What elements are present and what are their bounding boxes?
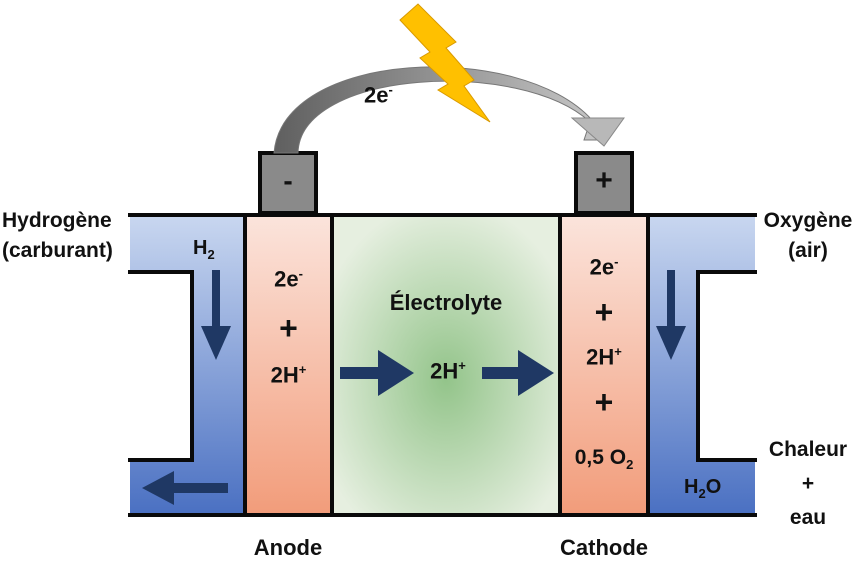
cathode-oxygen-label: 0,5 O2 <box>574 446 634 473</box>
electrolyte-protons-label: 2H+ <box>430 358 466 384</box>
h2o-outflow-label: H2O <box>684 476 722 501</box>
electrolyte-label: Électrolyte <box>389 290 503 315</box>
cathode-plus-1-label: + <box>594 294 614 330</box>
heat-water-label: Chaleur+eau <box>768 438 848 529</box>
h2-inflow-label: H2 <box>193 237 215 262</box>
negative-terminal-label: - <box>283 165 293 196</box>
electron-wire-arc <box>273 66 605 154</box>
anode-plus-label: + <box>279 310 298 346</box>
cathode-plus-2-label: + <box>594 384 614 420</box>
oxygen-channel <box>648 215 755 515</box>
hydrogen-label: Hydrogène(carburant) <box>2 209 113 262</box>
positive-terminal <box>574 151 634 215</box>
anode-label: Anode <box>253 535 323 560</box>
electron-wire-arrowhead <box>570 117 625 147</box>
cathode-electrons-label: 2e- <box>589 254 619 280</box>
negative-terminal <box>258 151 318 215</box>
hydrogen-down-arrow-icon <box>201 270 231 360</box>
proton-arrow-left-icon <box>340 350 414 396</box>
positive-terminal-label: + <box>595 164 613 197</box>
anode-protons-label: 2H+ <box>270 362 307 388</box>
proton-arrow-right-icon <box>482 350 554 396</box>
oxygen-label: Oxygène(air) <box>763 209 853 262</box>
lightning-bolt-icon <box>399 3 491 123</box>
anode-electrons-label: 2e- <box>274 266 303 292</box>
anode-layer <box>245 215 332 515</box>
oxygen-down-arrow-icon <box>656 270 686 360</box>
hydrogen-channel <box>130 215 245 515</box>
cathode-layer <box>560 215 648 515</box>
cathode-label: Cathode <box>560 535 648 560</box>
cathode-protons-label: 2H+ <box>586 344 622 370</box>
electron-flow-label: 2e- <box>364 82 393 108</box>
cell-outline <box>128 213 757 517</box>
hydrogen-out-arrow-icon <box>142 471 228 505</box>
